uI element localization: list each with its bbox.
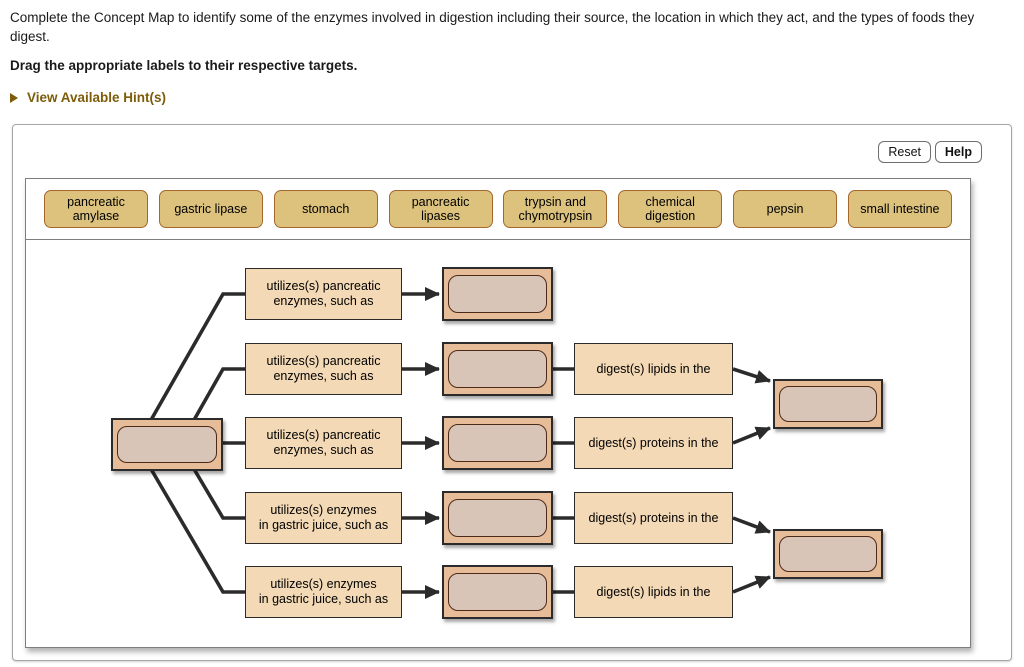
digest-box-row4: digest(s) proteins in the [574, 492, 733, 544]
relation-box-row4-line2: in gastric juice, such as [258, 518, 389, 532]
digest-box-row3-label: digest(s) proteins in the [588, 435, 719, 450]
relation-box-row2-line1: utilizes(s) pancreatic [266, 354, 381, 368]
relation-box-row3: utilizes(s) pancreatic enzymes, such as [245, 417, 402, 469]
drop-target-location-bottom[interactable] [773, 529, 883, 579]
drag-label-pepsin[interactable]: pepsin [733, 190, 838, 228]
drag-label-chemical-digestion[interactable]: chemical digestion [618, 190, 723, 228]
question-text: Complete the Concept Map to identify som… [10, 10, 975, 44]
digest-box-row4-label: digest(s) proteins in the [588, 510, 719, 525]
drag-label-small-intestine[interactable]: small intestine [847, 190, 952, 228]
concept-map: utilizes(s) pancreatic enzymes, such as … [26, 240, 970, 646]
relation-box-row2-line2: enzymes, such as [273, 369, 374, 383]
drop-target-enzyme-row1-slot [448, 275, 547, 313]
digest-box-row5: digest(s) lipids in the [574, 566, 733, 618]
drop-target-enzyme-row3-slot [448, 424, 547, 462]
help-button[interactable]: Help [934, 141, 982, 163]
digest-box-row2: digest(s) lipids in the [574, 343, 733, 395]
drop-target-location-bottom-slot [779, 536, 877, 572]
label-bank: pancreatic amylase gastric lipase stomac… [26, 179, 970, 240]
drop-target-enzyme-row4[interactable] [442, 491, 553, 545]
drag-label-trypsin-and-chymotrypsin[interactable]: trypsin and chymotrypsin [503, 190, 608, 228]
drop-target-enzyme-row1[interactable] [442, 267, 553, 321]
relation-box-row1: utilizes(s) pancreatic enzymes, such as [245, 268, 402, 320]
relation-box-row1-line1: utilizes(s) pancreatic [266, 279, 381, 293]
digest-box-row5-label: digest(s) lipids in the [596, 584, 711, 599]
relation-box-row3-line1: utilizes(s) pancreatic [266, 428, 381, 442]
reset-button[interactable]: Reset [878, 141, 931, 163]
drop-target-root[interactable] [111, 418, 223, 471]
relation-box-row5: utilizes(s) enzymes in gastric juice, su… [245, 566, 402, 618]
relation-box-row5-line1: utilizes(s) enzymes [270, 577, 377, 591]
relation-box-row4: utilizes(s) enzymes in gastric juice, su… [245, 492, 402, 544]
relation-box-row3-line2: enzymes, such as [273, 443, 374, 457]
drag-label-pancreatic-lipases[interactable]: pancreatic lipases [388, 190, 493, 228]
drop-target-root-slot [117, 426, 217, 463]
instruction-text: Drag the appropriate labels to their res… [10, 58, 358, 73]
digest-box-row2-label: digest(s) lipids in the [596, 361, 711, 376]
drag-label-stomach[interactable]: stomach [273, 190, 378, 228]
drag-label-pancreatic-amylase[interactable]: pancreatic amylase [44, 190, 148, 228]
relation-box-row5-line2: in gastric juice, such as [258, 592, 389, 606]
hint-toggle[interactable]: View Available Hint(s) [10, 90, 166, 105]
relation-box-row2: utilizes(s) pancreatic enzymes, such as [245, 343, 402, 395]
drop-target-enzyme-row4-slot [448, 499, 547, 537]
drop-target-enzyme-row5-slot [448, 573, 547, 611]
workspace: pancreatic amylase gastric lipase stomac… [25, 178, 971, 648]
drag-label-gastric-lipase[interactable]: gastric lipase [158, 190, 263, 228]
hint-label: View Available Hint(s) [27, 90, 167, 105]
drop-target-location-top[interactable] [773, 379, 883, 429]
drop-target-enzyme-row2-slot [448, 350, 547, 388]
relation-box-row1-line2: enzymes, such as [273, 294, 374, 308]
drop-target-enzyme-row5[interactable] [442, 565, 553, 619]
connector-lines [149, 287, 771, 599]
hint-arrow-icon [10, 92, 18, 103]
drop-target-enzyme-row2[interactable] [442, 342, 553, 396]
activity-panel: Reset Help pancreatic amylase gastric li… [12, 124, 1012, 661]
digest-box-row3: digest(s) proteins in the [574, 417, 733, 469]
drop-target-location-top-slot [779, 386, 877, 422]
drop-target-enzyme-row3[interactable] [442, 416, 553, 470]
relation-box-row4-line1: utilizes(s) enzymes [270, 503, 377, 517]
